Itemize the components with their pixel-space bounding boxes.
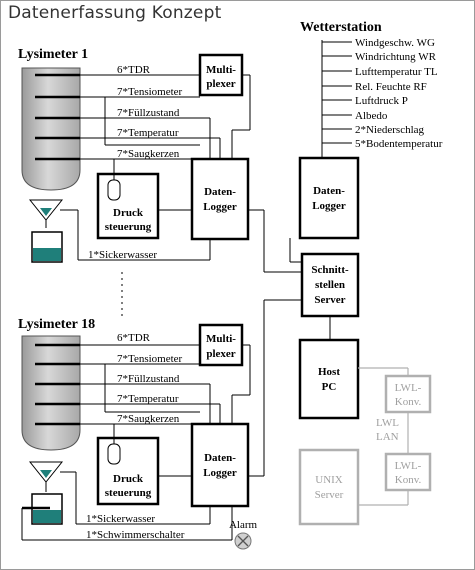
lys1-sensor-tensiometer: 7*Tensiometer <box>117 86 183 98</box>
lys1-multiplexer-box <box>198 53 244 97</box>
host-pc-box <box>298 338 360 420</box>
lysimeter-1-tank <box>21 67 81 191</box>
lys18-multiplexer-line1: Multi- <box>206 333 236 345</box>
host-pc-line2: PC <box>322 381 337 393</box>
lwl-converter-top-box <box>384 374 432 414</box>
lysimeter-1-heading: Lysimeter 1 <box>18 47 88 62</box>
unix-server-line1: UNIX <box>315 474 343 486</box>
wetterstation-group: Wetterstation Windgeschw. WG Windrichtun… <box>298 20 443 240</box>
lys18-sensor-fuellzustand: 7*Füllzustand <box>117 373 180 385</box>
lys18-datalogger-box <box>190 422 250 508</box>
weather-sensor-albedo: Albedo <box>355 110 388 122</box>
lwl-lan-line2: LAN <box>376 431 399 443</box>
lys18-drain-label: 1*Sickerwasser <box>86 513 155 525</box>
lys1-sensor-tdr: 6*TDR <box>117 64 151 76</box>
lysimeter-18-group: Lysimeter 18 6*TDR 7*Tensiometer 7*Füllz… <box>18 317 258 550</box>
weather-sensor-niederschlag: 2*Niederschlag <box>355 124 425 136</box>
lwl-converter-bottom-line2: Konv. <box>395 474 422 486</box>
diagram-title: Datenerfassung Konzept <box>8 3 222 23</box>
interface-server-box <box>300 252 360 318</box>
lysimeter-18-heading: Lysimeter 18 <box>18 317 95 332</box>
lys1-datalogger-line1: Daten- <box>204 186 236 198</box>
weather-sensor-feuchte: Rel. Feuchte RF <box>355 81 427 93</box>
lys1-datalogger-line2: Logger <box>203 201 237 213</box>
network-group: Schnitt- stellen Server Host PC LWL- Kon… <box>248 209 432 526</box>
interface-server-line1: Schnitt- <box>311 264 349 276</box>
lysimeter-1-group: Lysimeter 1 6*TDR 7*Tensiometer 7*Füllzu… <box>18 47 251 263</box>
lys18-funnel-water <box>40 470 52 478</box>
wetterstation-heading: Wetterstation <box>300 20 382 35</box>
lys1-sensor-temperatur: 7*Temperatur <box>117 127 179 139</box>
lwl-lan-line1: LWL <box>376 417 399 429</box>
weather-datalogger-line2: Logger <box>312 200 346 212</box>
lys1-pressure-gauge-icon <box>107 179 121 201</box>
lys18-multiplexer-line2: plexer <box>206 348 235 360</box>
lys1-multiplexer-line2: plexer <box>206 78 235 90</box>
lys18-float-label: 1*Schwimmerschalter <box>86 529 185 541</box>
host-pc-line1: Host <box>318 366 340 378</box>
interface-server-line2: stellen <box>315 279 345 291</box>
weather-sensor-windgeschw: Windgeschw. WG <box>355 37 435 49</box>
lys1-drain-label: 1*Sickerwasser <box>88 249 157 261</box>
lys18-pressure-gauge-icon <box>107 443 121 465</box>
lys1-datalogger-box <box>190 157 250 241</box>
lys18-sensor-saugkerzen: 7*Saugkerzen <box>117 413 180 425</box>
weather-sensor-bodentemperatur: 5*Bodentemperatur <box>355 138 443 150</box>
lys1-multiplexer-line1: Multi- <box>206 64 236 76</box>
lysimeter-18-tank <box>21 335 81 451</box>
lys18-datalogger-line2: Logger <box>203 467 237 479</box>
alarm-label: Alarm <box>229 519 258 531</box>
lys18-datalogger-line1: Daten- <box>204 452 236 464</box>
lwl-converter-top-line2: Konv. <box>395 396 422 408</box>
lys1-sensor-fuellzustand: 7*Füllzustand <box>117 107 180 119</box>
weather-datalogger-line1: Daten- <box>313 185 345 197</box>
lys1-funnel-water <box>40 208 52 216</box>
interface-server-line3: Server <box>314 294 345 306</box>
lys1-sensor-saugkerzen: 7*Saugkerzen <box>117 148 180 160</box>
lys1-container-water <box>33 248 61 261</box>
lys18-sensor-tensiometer: 7*Tensiometer <box>117 353 183 365</box>
unix-server-line2: Server <box>315 489 344 501</box>
lys18-sensor-temperatur: 7*Temperatur <box>117 393 179 405</box>
lys18-multiplexer-box <box>198 323 244 367</box>
lys18-pressure-line1: Druck <box>113 473 144 485</box>
weather-sensor-luftdruck: Luftdruck P <box>355 95 408 107</box>
lys1-pressure-line2: steuerung <box>105 221 152 233</box>
unix-server-box <box>298 448 360 526</box>
lwl-converter-bottom-line1: LWL- <box>395 460 422 472</box>
lys1-pressure-line1: Druck <box>113 207 144 219</box>
lys18-sensor-tdr: 6*TDR <box>117 332 151 344</box>
weather-sensor-windrichtung: Windrichtung WR <box>355 51 437 63</box>
lys18-pressure-line2: steuerung <box>105 487 152 499</box>
lys18-container-water <box>33 510 61 523</box>
weather-sensor-lufttemperatur: Lufttemperatur TL <box>355 66 438 78</box>
weather-datalogger-box <box>298 156 360 240</box>
lwl-converter-top-line1: LWL- <box>395 382 422 394</box>
